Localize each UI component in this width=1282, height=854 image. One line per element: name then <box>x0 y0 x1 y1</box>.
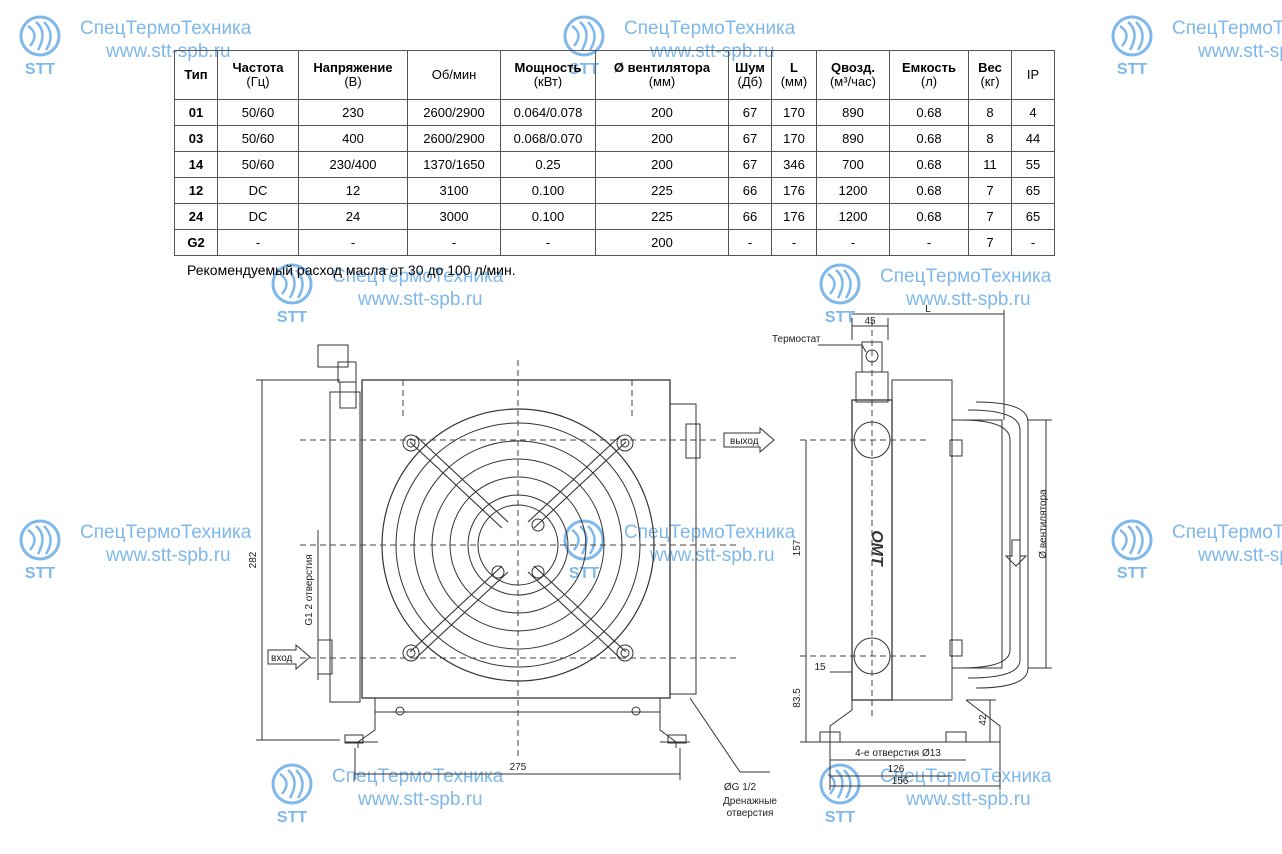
table-cell: - <box>298 229 408 256</box>
col-header: Частота(Гц) <box>217 50 299 100</box>
side-core <box>891 379 953 701</box>
inlet-arrow-icon <box>267 643 311 671</box>
dim-height-label: 282 <box>248 551 259 568</box>
table-row: 24 DC 24 3000 0.100 225 66 176 1200 0.68… <box>174 203 1055 230</box>
table-cell: 890 <box>816 99 890 126</box>
mount-bolts <box>402 434 634 662</box>
col-header: Шум(Дб) <box>728 50 772 100</box>
dim-157-label: 157 <box>792 539 803 556</box>
col-header: IP <box>1011 50 1055 100</box>
col-header: Qвозд.(м³/час) <box>816 50 890 100</box>
cooler-body <box>361 379 671 699</box>
table-cell: 0.68 <box>889 125 969 152</box>
fan-dia-label: Ø вентилятора <box>1038 489 1049 559</box>
dim-width-label: 275 <box>510 762 527 773</box>
drain-label-1: Дренажные <box>723 796 777 807</box>
table-header-row: Тип Частота(Гц) Напряжение(В) Об/мин Мощ… <box>174 50 1055 100</box>
table-cell: 24 <box>298 203 408 230</box>
table-row: G2 - - - - 200 - - - - 7 - <box>174 229 1055 256</box>
fan-struts <box>409 435 627 659</box>
table-cell: 0.68 <box>889 177 969 204</box>
table-cell: 225 <box>595 203 729 230</box>
table-cell: 200 <box>595 229 729 256</box>
table-row: 01 50/60 230 2600/2900 0.064/0.078 200 6… <box>174 99 1055 126</box>
side-view <box>800 310 1052 790</box>
brand-mark: OMT <box>868 530 885 567</box>
table-cell: 230 <box>298 99 408 126</box>
side-base <box>829 699 1001 743</box>
outlet-arrow-icon <box>723 426 775 454</box>
table-cell: 50/60 <box>217 125 299 152</box>
table-row: 03 50/60 400 2600/2900 0.068/0.070 200 6… <box>174 125 1055 152</box>
table-cell: 1200 <box>816 203 890 230</box>
table-cell: 3100 <box>407 177 501 204</box>
spec-table: Тип Частота(Гц) Напряжение(В) Об/мин Мощ… <box>174 50 1055 256</box>
oil-flow-note: Рекомендуемый расход масла от 30 до 100 … <box>187 262 516 278</box>
table-cell: - <box>816 229 890 256</box>
table-cell: - <box>217 229 299 256</box>
table-cell: 0.25 <box>500 151 596 178</box>
col-header: L(мм) <box>771 50 817 100</box>
table-cell: 67 <box>728 125 772 152</box>
table-cell: 66 <box>728 203 772 230</box>
table-cell: DC <box>217 177 299 204</box>
table-cell: 890 <box>816 125 890 152</box>
table-cell: 65 <box>1011 177 1055 204</box>
dim-156-label: 156 <box>892 776 909 787</box>
ports-label: G1 2 отверстия <box>304 554 315 625</box>
inlet-label: вход <box>271 653 293 664</box>
left-foot <box>345 698 378 748</box>
table-cell: 01 <box>174 99 218 126</box>
drain-size-label: ØG 1/2 <box>724 782 757 793</box>
table-cell: DC <box>217 203 299 230</box>
table-cell: 65 <box>1011 203 1055 230</box>
table-row: 12 DC 12 3100 0.100 225 66 176 1200 0.68… <box>174 177 1055 204</box>
table-cell: 7 <box>968 229 1012 256</box>
dim-42-label: 42 <box>978 714 989 726</box>
table-cell: - <box>407 229 501 256</box>
dim-L-label: L <box>925 304 931 315</box>
drain-label-2: отверстия <box>727 808 774 819</box>
left-tank <box>329 391 361 703</box>
right-tank <box>669 403 697 695</box>
col-header: Мощность(кВт) <box>500 50 596 100</box>
dim-126-label: 126 <box>888 764 905 775</box>
table-cell: 0.100 <box>500 203 596 230</box>
dim-15-label: 15 <box>814 662 826 673</box>
table-cell: 0.100 <box>500 177 596 204</box>
table-cell: 1200 <box>816 177 890 204</box>
table-cell: - <box>889 229 969 256</box>
holes-label: 4-е отверстия Ø13 <box>855 748 941 759</box>
table-cell: 176 <box>771 177 817 204</box>
dim-45-label: 45 <box>864 316 876 327</box>
thermostat <box>861 341 883 373</box>
airflow-arrow-icon <box>1004 539 1028 567</box>
table-cell: 0.68 <box>889 203 969 230</box>
table-cell: 200 <box>595 99 729 126</box>
table-cell: 03 <box>174 125 218 152</box>
table-cell: - <box>500 229 596 256</box>
table-cell: 0.064/0.078 <box>500 99 596 126</box>
table-cell: 8 <box>968 99 1012 126</box>
table-row: 14 50/60 230/400 1370/1650 0.25 200 67 3… <box>174 151 1055 178</box>
table-cell: 44 <box>1011 125 1055 152</box>
col-header: Об/мин <box>407 50 501 100</box>
table-cell: 200 <box>595 125 729 152</box>
table-cell: 66 <box>728 177 772 204</box>
col-header: Вес(кг) <box>968 50 1012 100</box>
table-cell: 0.68 <box>889 99 969 126</box>
outlet-label: выход <box>730 436 759 447</box>
table-cell: - <box>1011 229 1055 256</box>
dim-83-label: 83.5 <box>792 688 803 708</box>
col-header: Напряжение(В) <box>298 50 408 100</box>
front-view <box>256 344 775 780</box>
electric-connector <box>317 344 349 368</box>
table-cell: - <box>728 229 772 256</box>
table-cell: 176 <box>771 203 817 230</box>
thermostat-label: Термостат <box>772 334 821 345</box>
table-cell: G2 <box>174 229 218 256</box>
col-header: Тип <box>174 50 218 100</box>
col-header: Емкость(л) <box>889 50 969 100</box>
